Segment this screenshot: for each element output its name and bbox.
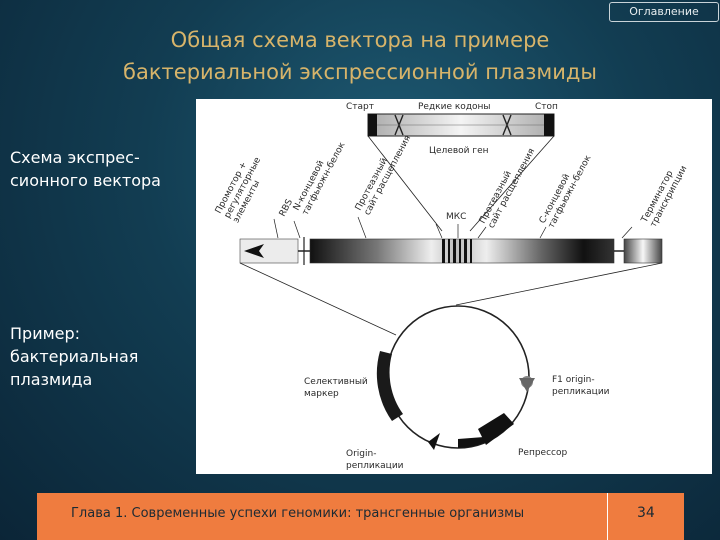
- vector-diagram-svg: Старт Редкие кодоны Стоп Целевой ген Про…: [214, 102, 690, 471]
- title-line-2: бактериальной экспрессионной плазмиды: [123, 60, 597, 84]
- start-marker: [368, 114, 377, 136]
- example-caption-line-3: плазмида: [10, 370, 93, 389]
- scheme-caption-line-2: сионного вектора: [10, 171, 161, 190]
- example-caption: Пример: бактериальная плазмида: [10, 322, 138, 391]
- footer-divider: [607, 493, 608, 540]
- expression-vector-bar: [239, 237, 663, 265]
- scheme-caption: Схема экспрес- сионного вектора: [10, 146, 161, 192]
- vector-diagram: Старт Редкие кодоны Стоп Целевой ген Про…: [196, 99, 712, 474]
- scheme-caption-line-1: Схема экспрес-: [10, 148, 140, 167]
- label-repressor: Репрессор: [518, 448, 568, 458]
- label-n-terminal-tag: N-концевой тагфьюжн-белок: [292, 136, 348, 217]
- coding-region: [309, 238, 615, 264]
- bacterial-plasmid: Селективный маркер F1 origin- репликации…: [304, 305, 610, 471]
- label-promoter: Промотор + регуляторные элементы: [214, 149, 274, 225]
- footer-bar: Глава 1. Современные успехи геномики: тр…: [37, 493, 684, 540]
- label-rare-codons: Редкие кодоны: [418, 102, 491, 112]
- mcs-stripes: [442, 239, 472, 263]
- plasmid-connector-left: [239, 262, 397, 336]
- gene-connector-right: [469, 135, 555, 232]
- example-caption-line-2: бактериальная: [10, 347, 139, 366]
- label-mcs: МКС: [446, 212, 466, 222]
- element-labels: Промотор + регуляторные элементы RBS N-к…: [214, 129, 690, 230]
- label-selective-marker: Селективный маркер: [304, 377, 371, 399]
- table-of-contents-button[interactable]: Оглавление: [609, 2, 719, 22]
- label-stop: Стоп: [535, 102, 558, 112]
- slide-title: Общая схема вектора на примере бактериал…: [80, 24, 640, 88]
- label-start: Старт: [346, 102, 374, 112]
- example-caption-line-1: Пример:: [10, 324, 81, 343]
- chapter-title: Глава 1. Современные успехи геномики: тр…: [71, 506, 525, 521]
- label-target-gene: Целевой ген: [429, 146, 489, 156]
- terminator-segment: [623, 238, 663, 264]
- label-pointer-lines: [273, 216, 633, 239]
- plasmid-connector-right: [455, 262, 663, 306]
- gene-connector-left: [367, 135, 443, 232]
- target-gene-group: Старт Редкие кодоны Стоп Целевой ген: [346, 102, 558, 156]
- selective-marker-block: [376, 351, 403, 421]
- label-protease-site-1: Протеазный сайт расщепления: [354, 129, 413, 217]
- stop-marker: [544, 114, 554, 136]
- promoter-arrow-icon: [244, 244, 264, 258]
- page-number: 34: [637, 505, 655, 521]
- origin-arrow-icon: [428, 433, 440, 450]
- title-line-1: Общая схема вектора на примере: [170, 28, 550, 52]
- label-terminator: Терминатор транскрипции: [639, 160, 689, 230]
- label-c-terminal-tag: С-концевой тагфьюжн-белок: [538, 149, 594, 230]
- label-f1-origin: F1 origin- репликации: [552, 375, 610, 397]
- label-origin: Origin- репликации: [346, 449, 404, 471]
